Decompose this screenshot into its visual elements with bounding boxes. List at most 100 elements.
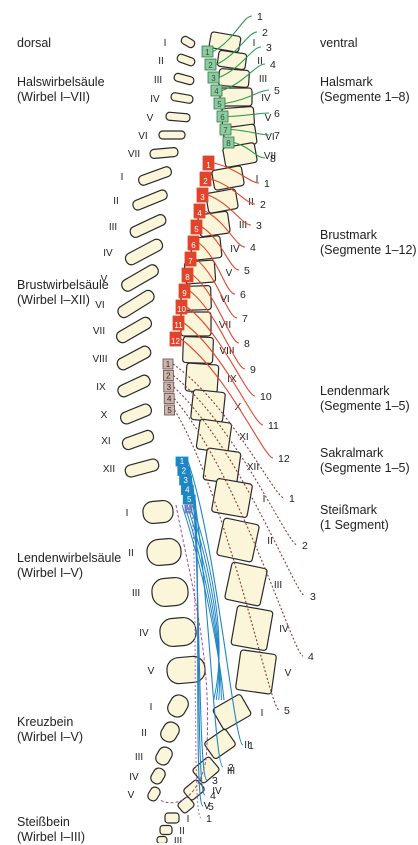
segment-sacral-4-label: 4 [185,485,190,494]
nerve-label-cervical-3: 3 [266,42,272,54]
vertebra-thoracic-back-4 [124,237,165,266]
nerve-label-cervical-1: 1 [257,11,263,23]
roman-thoracic-front-7: VII [219,320,231,331]
segment-thoracic-3-label: 3 [200,193,205,202]
roman-thoracic-back-1: I [121,172,124,183]
roman-cervical-back-3: III [154,75,162,86]
vertebra-sacral-back-2 [158,719,182,744]
segment-thoracic-9-label: 9 [182,289,187,298]
segment-lumbar-1-label: 1 [166,360,171,369]
segment-lumbar-2-label: 2 [166,371,171,380]
roman-lumbar-back-2: II [128,548,134,559]
nerve-label-sacral-1: 1 [248,740,254,752]
roman-thoracic-front-4: IV [230,244,240,255]
nerve-label-lumbar-1: 1 [289,493,295,505]
segment-sacral-3-label: 3 [183,476,188,485]
nerve-label-thoracic-11: 11 [268,420,279,432]
roman-thoracic-back-9: IX [96,382,106,393]
segment-thoracic-2-label: 2 [203,177,208,186]
roman-thoracic-back-8: VIII [92,354,107,365]
roman-cervical-back-1: I [164,38,167,49]
segment-thoracic-11-label: 11 [174,321,183,330]
roman-lumbar-back-1: I [126,508,129,519]
roman-cervical-front-3: III [259,74,267,85]
nerve-label-thoracic-7: 7 [242,313,248,325]
vertebra-thoracic-back-5 [120,263,161,293]
roman-cervical-back-7: VII [128,149,140,160]
vertebra-lumbar-back-4 [159,616,197,647]
roman-cervical-back-2: II [158,56,164,67]
nerve-label-coccygeal-1: 1 [206,813,212,825]
segment-thoracic-5-label: 5 [194,225,199,234]
nerve-label-sacral-2: 2 [228,762,234,774]
nerve-label-lumbar-2: 2 [302,540,308,552]
roman-thoracic-back-3: III [109,222,117,233]
nerve-label-thoracic-3: 3 [256,220,262,232]
roman-thoracic-back-7: VII [93,326,105,337]
vertebra-thoracic-back-10 [119,402,153,425]
vertebra-lumbar-back-2 [146,538,182,567]
segment-lumbar-4-label: 4 [167,394,172,403]
vertebra-sacral-back-5 [146,785,162,802]
nerve-label-thoracic-2: 2 [260,199,266,211]
roman-cervical-back-5: V [147,113,154,124]
vertebra-coccygeal-front-1 [165,813,179,823]
roman-thoracic-front-12: XII [247,462,259,473]
roman-cervical-back-6: VI [138,131,147,142]
segment-sacral-2-label: 2 [182,466,187,475]
roman-lumbar-front-1: I [263,494,266,505]
roman-lumbar-front-4: IV [279,624,289,635]
vertebra-lumbar-front-1 [211,478,252,518]
nerve-label-cervical-7: 7 [274,130,280,142]
vertebra-cervical-back-3 [173,73,194,86]
roman-lumbar-front-3: III [274,580,282,591]
vertebra-sacral-back-1 [165,692,192,720]
nerve-label-lumbar-3: 3 [310,591,316,603]
roman-coccygeal-front-1: I [187,814,190,825]
nerve-label-sacral-3: 3 [212,775,218,787]
segment-cervical-1-label: 1 [205,48,210,57]
roman-thoracic-back-6: VI [95,300,104,311]
segment-cervical-5-label: 5 [217,100,222,109]
vertebra-thoracic-front-11 [196,419,232,453]
vertebra-sacral-front-2 [204,728,237,759]
roman-lumbar-back-5: V [148,666,155,677]
vertebra-cervical-back-5 [166,112,191,122]
vertebra-cervical-back-6 [159,131,185,139]
vertebra-coccygeal-front-3 [157,837,167,844]
segment-thoracic-1-label: 1 [206,161,211,170]
vertebra-thoracic-back-8 [115,344,152,371]
roman-thoracic-front-3: III [239,220,247,231]
roman-lumbar-back-3: III [132,588,140,599]
nerve-label-cervical-2: 2 [262,27,268,39]
nerve-label-cervical-8: 8 [270,153,276,165]
segment-thoracic-10-label: 10 [177,305,186,314]
vertebra-thoracic-back-7 [115,315,154,344]
nerve-label-lumbar-4: 4 [308,651,314,663]
vertebra-cervical-back-1 [180,35,196,49]
vertebra-lumbar-front-5 [235,650,276,695]
nerve-label-lumbar-5: 5 [284,705,290,717]
segment-lumbar-5-label: 5 [167,406,172,415]
roman-sacral-back-2: II [141,728,147,739]
roman-sacral-back-1: I [150,702,153,713]
nerve-label-thoracic-6: 6 [240,289,246,301]
segment-sacral-1-label: 1 [180,457,185,466]
vertebra-thoracic-back-12 [124,458,160,478]
segment-cervical-8-label: 8 [226,139,231,148]
segment-cervical-7-label: 7 [223,126,228,135]
roman-thoracic-back-11: XI [101,436,110,447]
segment-thoracic-7-label: 7 [188,257,193,266]
roman-sacral-front-1: I [261,708,264,719]
vertebra-thoracic-back-2 [131,189,168,212]
vertebra-thoracic-front-9 [185,363,219,393]
roman-thoracic-front-5: V [226,268,233,279]
roman-thoracic-back-2: II [113,196,119,207]
nerve-label-thoracic-10: 10 [260,391,272,403]
roman-cervical-front-4: IV [261,93,271,104]
vertebra-thoracic-front-10 [191,389,226,422]
nerve-label-cervical-6: 6 [274,108,280,120]
nerve-label-cervical-4: 4 [270,59,276,71]
roman-lumbar-front-2: II [267,536,273,547]
